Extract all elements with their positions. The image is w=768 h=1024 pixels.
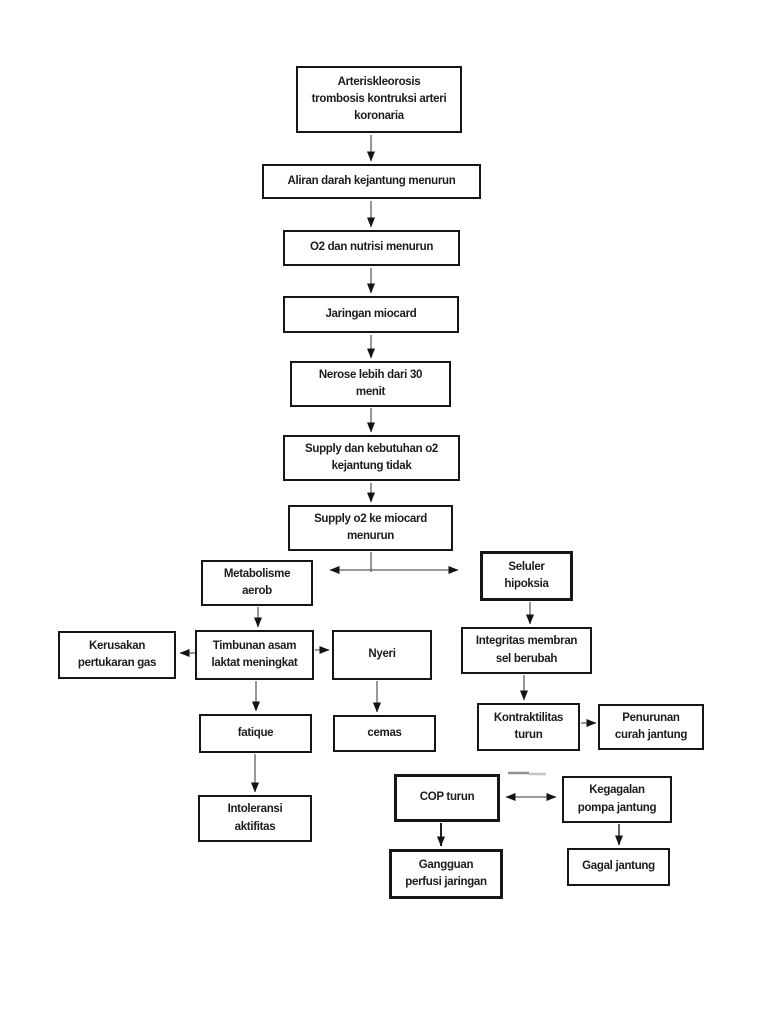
stray-dash (508, 771, 546, 776)
node-cop-turun: COP turun (394, 774, 500, 822)
node-supply-o2: Supply o2 ke miocard menurun (288, 505, 453, 551)
node-metabolisme-aerob: Metabolisme aerob (201, 560, 313, 606)
node-penurunan-curah-jantung: Penurunan curah jantung (598, 704, 704, 750)
node-arteriosclerosis: Arteriskleorosis trombosis kontruksi art… (296, 66, 462, 133)
node-seluler-hipoksia: Seluler hipoksia (480, 551, 573, 601)
node-nerose: Nerose lebih dari 30 menit (290, 361, 451, 407)
node-kegagalan-pompa-jantung: Kegagalan pompa jantung (562, 776, 672, 823)
node-kontraktilitas-turun: Kontraktilitas turun (477, 703, 580, 751)
node-o2-nutrisi: O2 dan nutrisi menurun (283, 230, 460, 266)
node-jaringan-miocard: Jaringan miocard (283, 296, 459, 333)
node-gangguan-perfusi-jaringan: Gangguan perfusi jaringan (389, 849, 503, 899)
node-cemas: cemas (333, 715, 436, 752)
node-gagal-jantung: Gagal jantung (567, 848, 670, 886)
node-nyeri: Nyeri (332, 630, 432, 680)
node-supply-kebutuhan: Supply dan kebutuhan o2 kejantung tidak (283, 435, 460, 481)
node-intoleransi-aktifitas: Intoleransi aktifitas (198, 795, 312, 842)
node-aliran-darah: Aliran darah kejantung menurun (262, 164, 481, 199)
node-kerusakan-pertukaran-gas: Kerusakan pertukaran gas (58, 631, 176, 679)
node-integritas-membran: Integritas membran sel berubah (461, 627, 592, 674)
node-timbunan-asam: Timbunan asam laktat meningkat (195, 630, 314, 680)
node-fatique: fatique (199, 714, 312, 753)
